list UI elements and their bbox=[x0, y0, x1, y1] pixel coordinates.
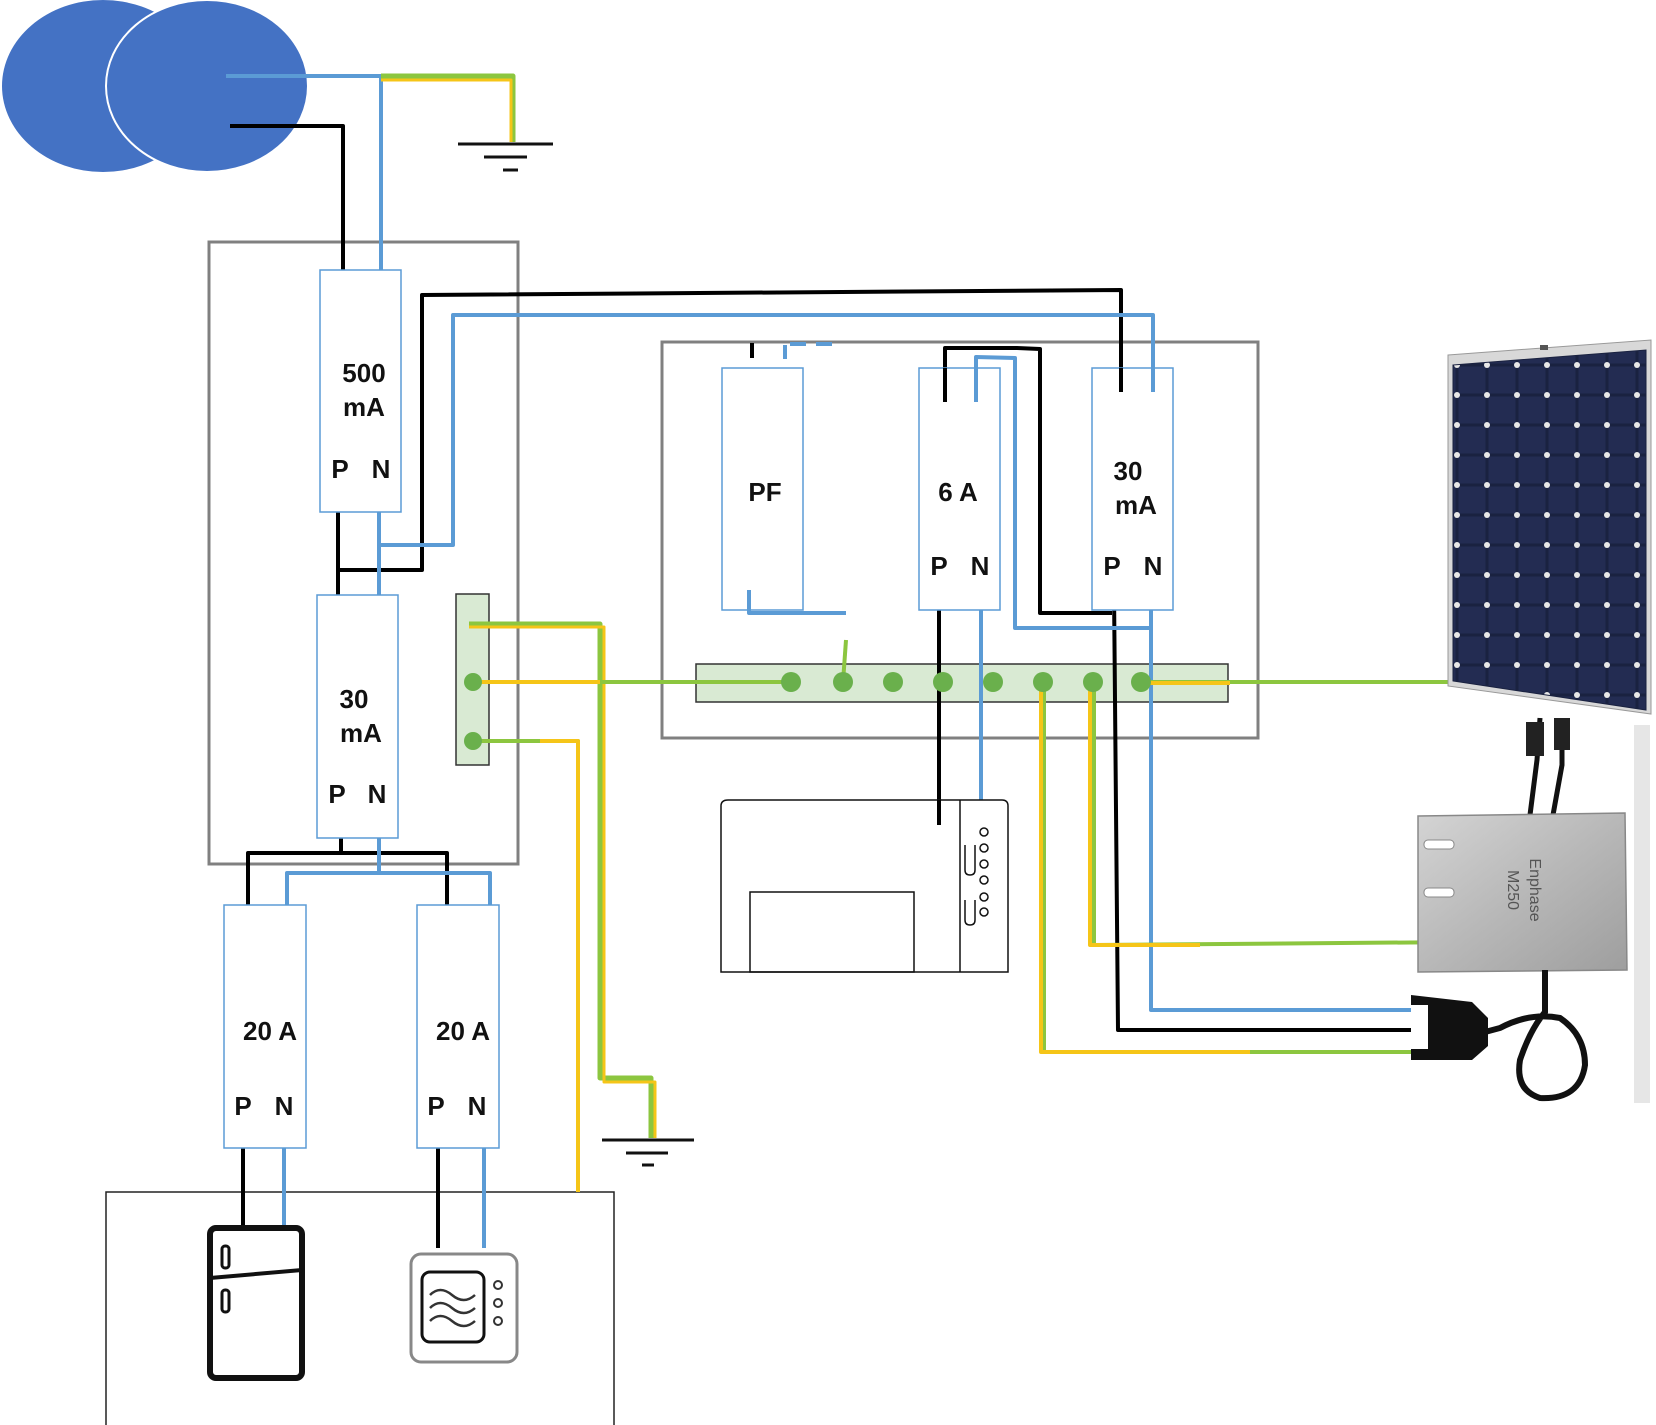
breaker-main-n-label: N bbox=[372, 454, 391, 484]
solar-distribution-enclosure bbox=[660, 340, 1260, 740]
dc-cables bbox=[1526, 717, 1570, 816]
solar-panel-icon bbox=[1447, 339, 1652, 715]
breaker-20a-right-n-label: N bbox=[468, 1091, 487, 1121]
breaker-6a: 6 A P N bbox=[918, 367, 1001, 611]
breaker-main: 500 mA P N bbox=[319, 269, 402, 513]
breaker-20a-left: 20 A P N bbox=[223, 904, 307, 1149]
inverter-model-label: M250 bbox=[1504, 870, 1521, 910]
breaker-rcd-main-n-label: N bbox=[368, 779, 387, 809]
breaker-rcd-main-rating-line1: 30 bbox=[340, 684, 369, 714]
breaker-rcd-main: 30 mA P N bbox=[316, 594, 399, 839]
breaker-rcd-solar-rating-line2: mA bbox=[1115, 490, 1157, 520]
fridge-icon bbox=[207, 1225, 305, 1381]
breaker-6a-n-label: N bbox=[971, 551, 990, 581]
transformer-icon bbox=[2, 0, 309, 173]
breaker-rcd-main-rating-line2: mA bbox=[340, 718, 382, 748]
breaker-20a-right-p-label: P bbox=[427, 1091, 444, 1121]
breaker-6a-p-label: P bbox=[930, 551, 947, 581]
dc-connector-icon bbox=[1411, 970, 1589, 1102]
breaker-20a-right-rating: 20 A bbox=[436, 1016, 490, 1046]
breaker-20a-left-p-label: P bbox=[234, 1091, 251, 1121]
breaker-main-p-label: P bbox=[331, 454, 348, 484]
microwave-icon bbox=[409, 1252, 519, 1364]
breaker-rcd-solar-n-label: N bbox=[1144, 551, 1163, 581]
inverter-brand-label: Enphase bbox=[1526, 858, 1543, 921]
breaker-main-rating-line2: mA bbox=[343, 392, 385, 422]
breaker-rcd-solar: 30 mA P N bbox=[1091, 367, 1174, 611]
neutral-wires bbox=[226, 74, 1411, 1248]
breaker-pf: PF bbox=[721, 367, 804, 611]
breaker-rcd-solar-p-label: P bbox=[1103, 551, 1120, 581]
ground-symbol-icon bbox=[602, 1138, 694, 1167]
breaker-pf-rating: PF bbox=[748, 477, 781, 507]
phase-wires bbox=[230, 124, 1411, 1248]
breaker-20a-right: 20 A P N bbox=[416, 904, 500, 1149]
breaker-6a-rating: 6 A bbox=[938, 477, 978, 507]
microinverter-icon: Enphase M250 bbox=[1417, 725, 1650, 1103]
breaker-20a-left-n-label: N bbox=[275, 1091, 294, 1121]
ground-symbol-icon bbox=[458, 142, 553, 172]
breaker-rcd-solar-rating-line1: 30 bbox=[1114, 456, 1143, 486]
main-distribution-enclosure bbox=[207, 240, 520, 866]
breaker-main-rating-line1: 500 bbox=[342, 358, 385, 388]
breaker-rcd-main-p-label: P bbox=[328, 779, 345, 809]
water-heater-icon bbox=[720, 799, 1009, 973]
earth-wires bbox=[381, 73, 1469, 1192]
earth-terminals bbox=[464, 672, 1151, 750]
breaker-20a-left-rating: 20 A bbox=[243, 1016, 297, 1046]
appliance-enclosure bbox=[105, 1191, 615, 1425]
